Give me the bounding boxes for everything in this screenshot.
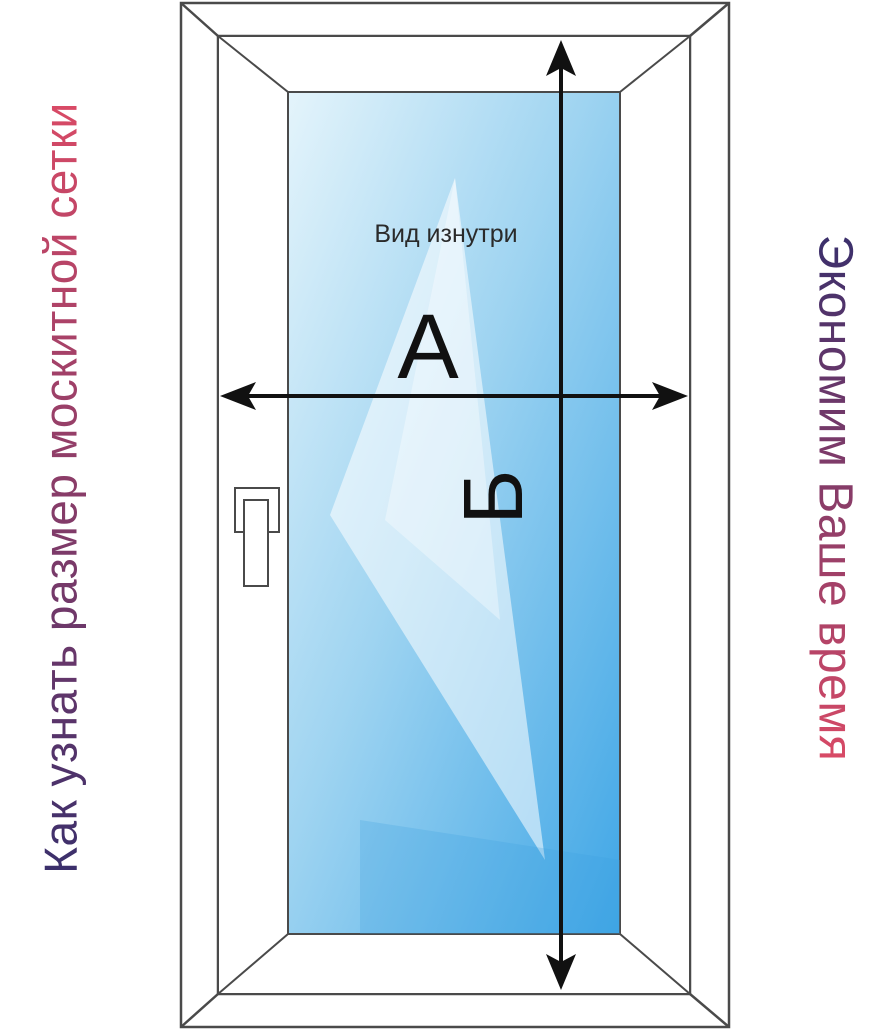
opening-triangle-light xyxy=(330,178,545,860)
frame-corner-tl xyxy=(180,2,219,37)
right-caption-text: Экономим Ваше время xyxy=(809,235,862,762)
glass-shadow xyxy=(360,820,620,934)
view-label: Вид изнутри xyxy=(374,220,517,248)
height-arrow-head-bottom xyxy=(546,954,576,990)
sash-corner-bl xyxy=(217,933,289,995)
handle-grip xyxy=(243,499,269,587)
sash-corner-tl xyxy=(217,35,289,93)
height-arrow-head-top xyxy=(546,40,576,76)
window-handle-icon xyxy=(234,487,280,587)
opening-triangle-highlight xyxy=(385,178,500,620)
width-arrow-head-right xyxy=(652,382,688,410)
width-arrow-head-left xyxy=(220,382,256,410)
width-label: А xyxy=(397,296,459,398)
left-caption: Как узнать размер москитной сетки xyxy=(33,58,96,918)
frame-corner-tr xyxy=(689,2,730,37)
right-caption: Экономим Ваше время xyxy=(801,108,864,888)
right-caption-svg: Экономим Ваше время xyxy=(809,235,862,762)
width-arrow xyxy=(220,382,688,410)
sash-corner-br xyxy=(619,933,691,995)
left-caption-text: Как узнать размер москитной сетки xyxy=(35,102,87,873)
height-arrow xyxy=(546,40,576,990)
left-caption-svg: Как узнать размер москитной сетки xyxy=(35,102,87,873)
sash-corner-tr xyxy=(619,35,691,93)
frame-corner-br xyxy=(689,993,730,1028)
height-label: Б xyxy=(446,469,540,524)
frame-corner-bl xyxy=(180,993,219,1028)
opening-indicator xyxy=(330,178,620,934)
